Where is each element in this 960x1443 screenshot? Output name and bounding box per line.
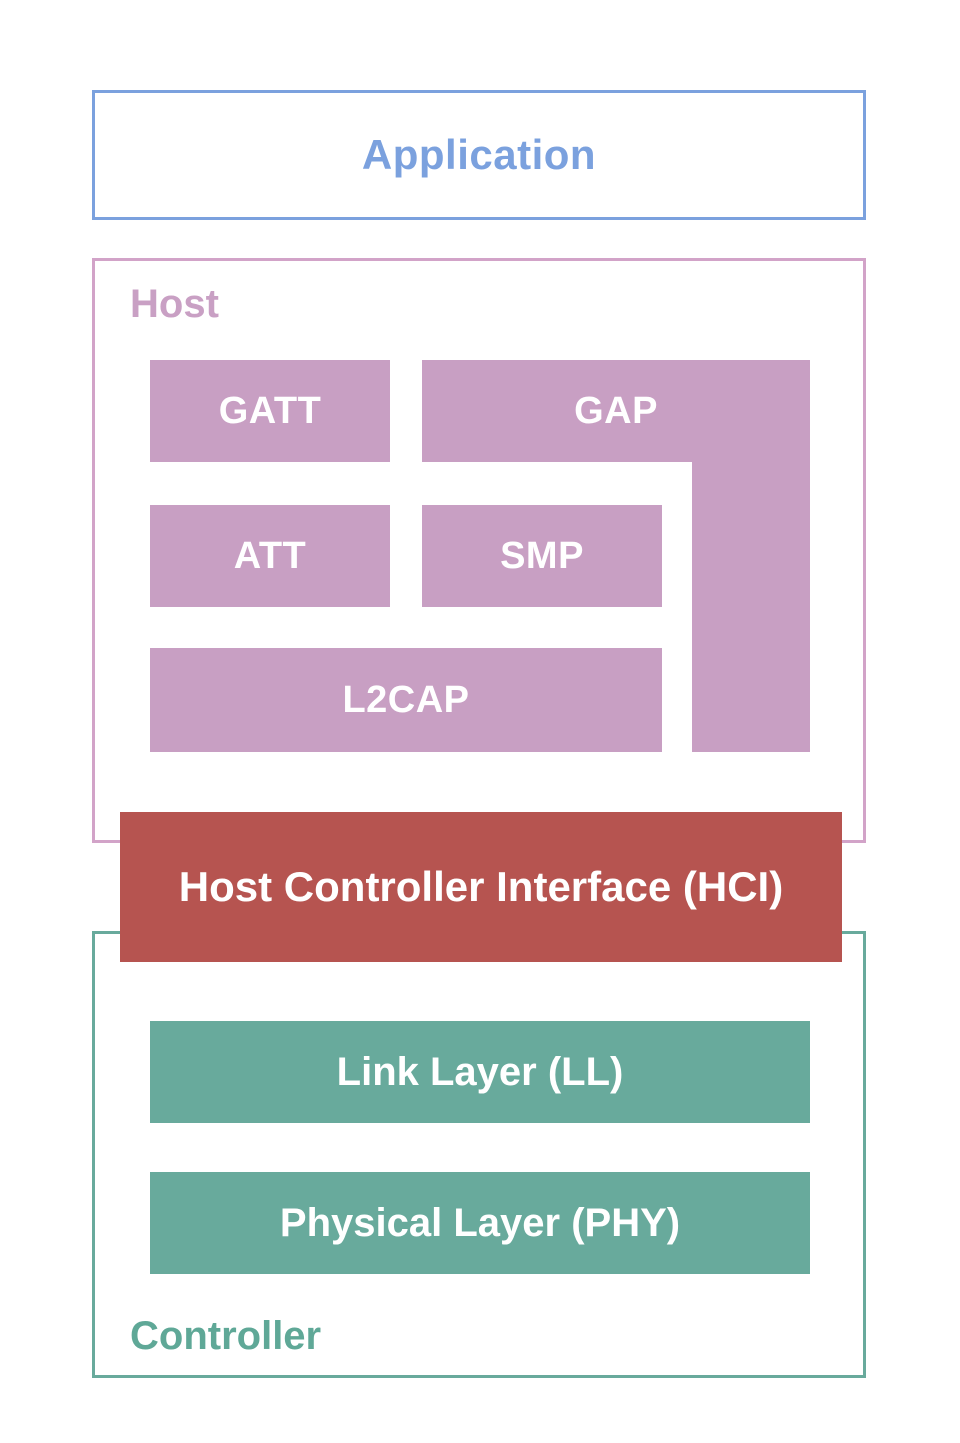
application-label: Application bbox=[361, 131, 597, 178]
gap-block: GAP bbox=[422, 360, 810, 462]
smp-block: SMP bbox=[422, 505, 662, 607]
physical-layer-block: Physical Layer (PHY) bbox=[150, 1172, 810, 1274]
smp-label: SMP bbox=[500, 534, 584, 577]
hci-label: Host Controller Interface (HCI) bbox=[178, 863, 784, 910]
att-label: ATT bbox=[233, 534, 307, 577]
controller-box bbox=[92, 931, 866, 1378]
gap-label: GAP bbox=[574, 389, 658, 432]
l2cap-block: L2CAP bbox=[150, 648, 662, 752]
host-label: Host bbox=[130, 282, 219, 326]
l2cap-label: L2CAP bbox=[342, 678, 470, 721]
att-block: ATT bbox=[150, 505, 390, 607]
gatt-label: GATT bbox=[218, 389, 322, 432]
gatt-block: GATT bbox=[150, 360, 390, 462]
gap-block-extension bbox=[692, 461, 810, 752]
hci-block: Host Controller Interface (HCI) bbox=[120, 812, 842, 962]
controller-label: Controller bbox=[130, 1314, 322, 1358]
link-layer-label: Link Layer (LL) bbox=[336, 1049, 624, 1094]
link-layer-block: Link Layer (LL) bbox=[150, 1021, 810, 1123]
application-box: Application bbox=[92, 90, 866, 220]
physical-layer-label: Physical Layer (PHY) bbox=[279, 1200, 681, 1245]
